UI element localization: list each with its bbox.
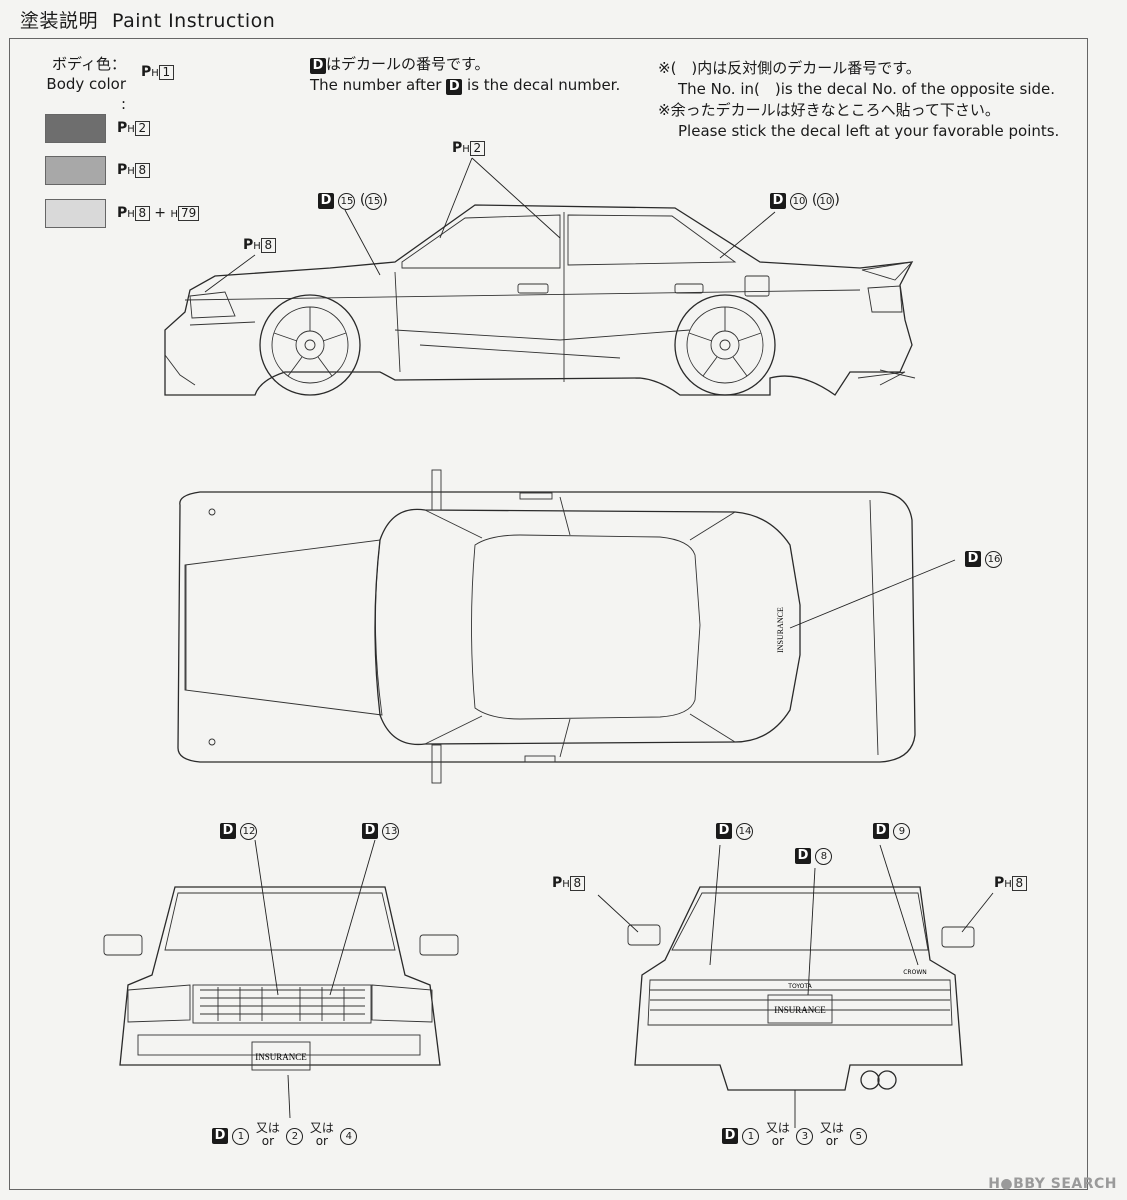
rear-view: INSURANCE TOYOTA CROWN: [597, 844, 994, 1128]
swatch-dark-gray: [45, 114, 106, 143]
front-d13-callout: D 13: [362, 822, 400, 840]
top-d16-callout: D 16: [965, 550, 1003, 568]
page-title: 塗装説明 Paint Instruction: [20, 6, 275, 33]
body-color-ja: ボディ色：: [52, 55, 126, 73]
side-view: [164, 157, 916, 396]
swatch-mid-gray: [45, 156, 106, 185]
content-frame: [9, 38, 1088, 1190]
title-ja: 塗装説明: [20, 10, 99, 32]
toyota-emblem: TOYOTA: [787, 983, 812, 990]
swatch-light-gray: [45, 199, 106, 228]
rear-d8-callout: D 8: [795, 847, 833, 865]
watermark-logo: H●BBY SEARCH: [988, 1176, 1117, 1192]
side-d15-callout: D 15 (15): [318, 192, 388, 210]
front-insurance-label: INSURANCE: [255, 1052, 307, 1062]
top-insurance-label: INSURANCE: [776, 607, 785, 653]
crown-emblem: CROWN: [903, 969, 927, 976]
rear-d14-callout: D 14: [716, 822, 754, 840]
front-d12-callout: D 12: [220, 822, 258, 840]
front-view: INSURANCE: [103, 839, 459, 1119]
body-color-en: Body color :: [46, 75, 126, 113]
title-en: Paint Instruction: [112, 10, 276, 32]
rear-d9-callout: D 9: [873, 822, 911, 840]
body-color-label: ボディ色： Body color :: [40, 54, 126, 114]
rear-insurance-label: INSURANCE: [774, 1005, 826, 1015]
opposite-side-note: ※( )内は反対側のデカール番号です。 The No. in( )is the …: [658, 59, 1060, 140]
side-d10-callout: D 10 (10): [770, 192, 840, 210]
top-view: INSURANCE: [177, 469, 956, 784]
